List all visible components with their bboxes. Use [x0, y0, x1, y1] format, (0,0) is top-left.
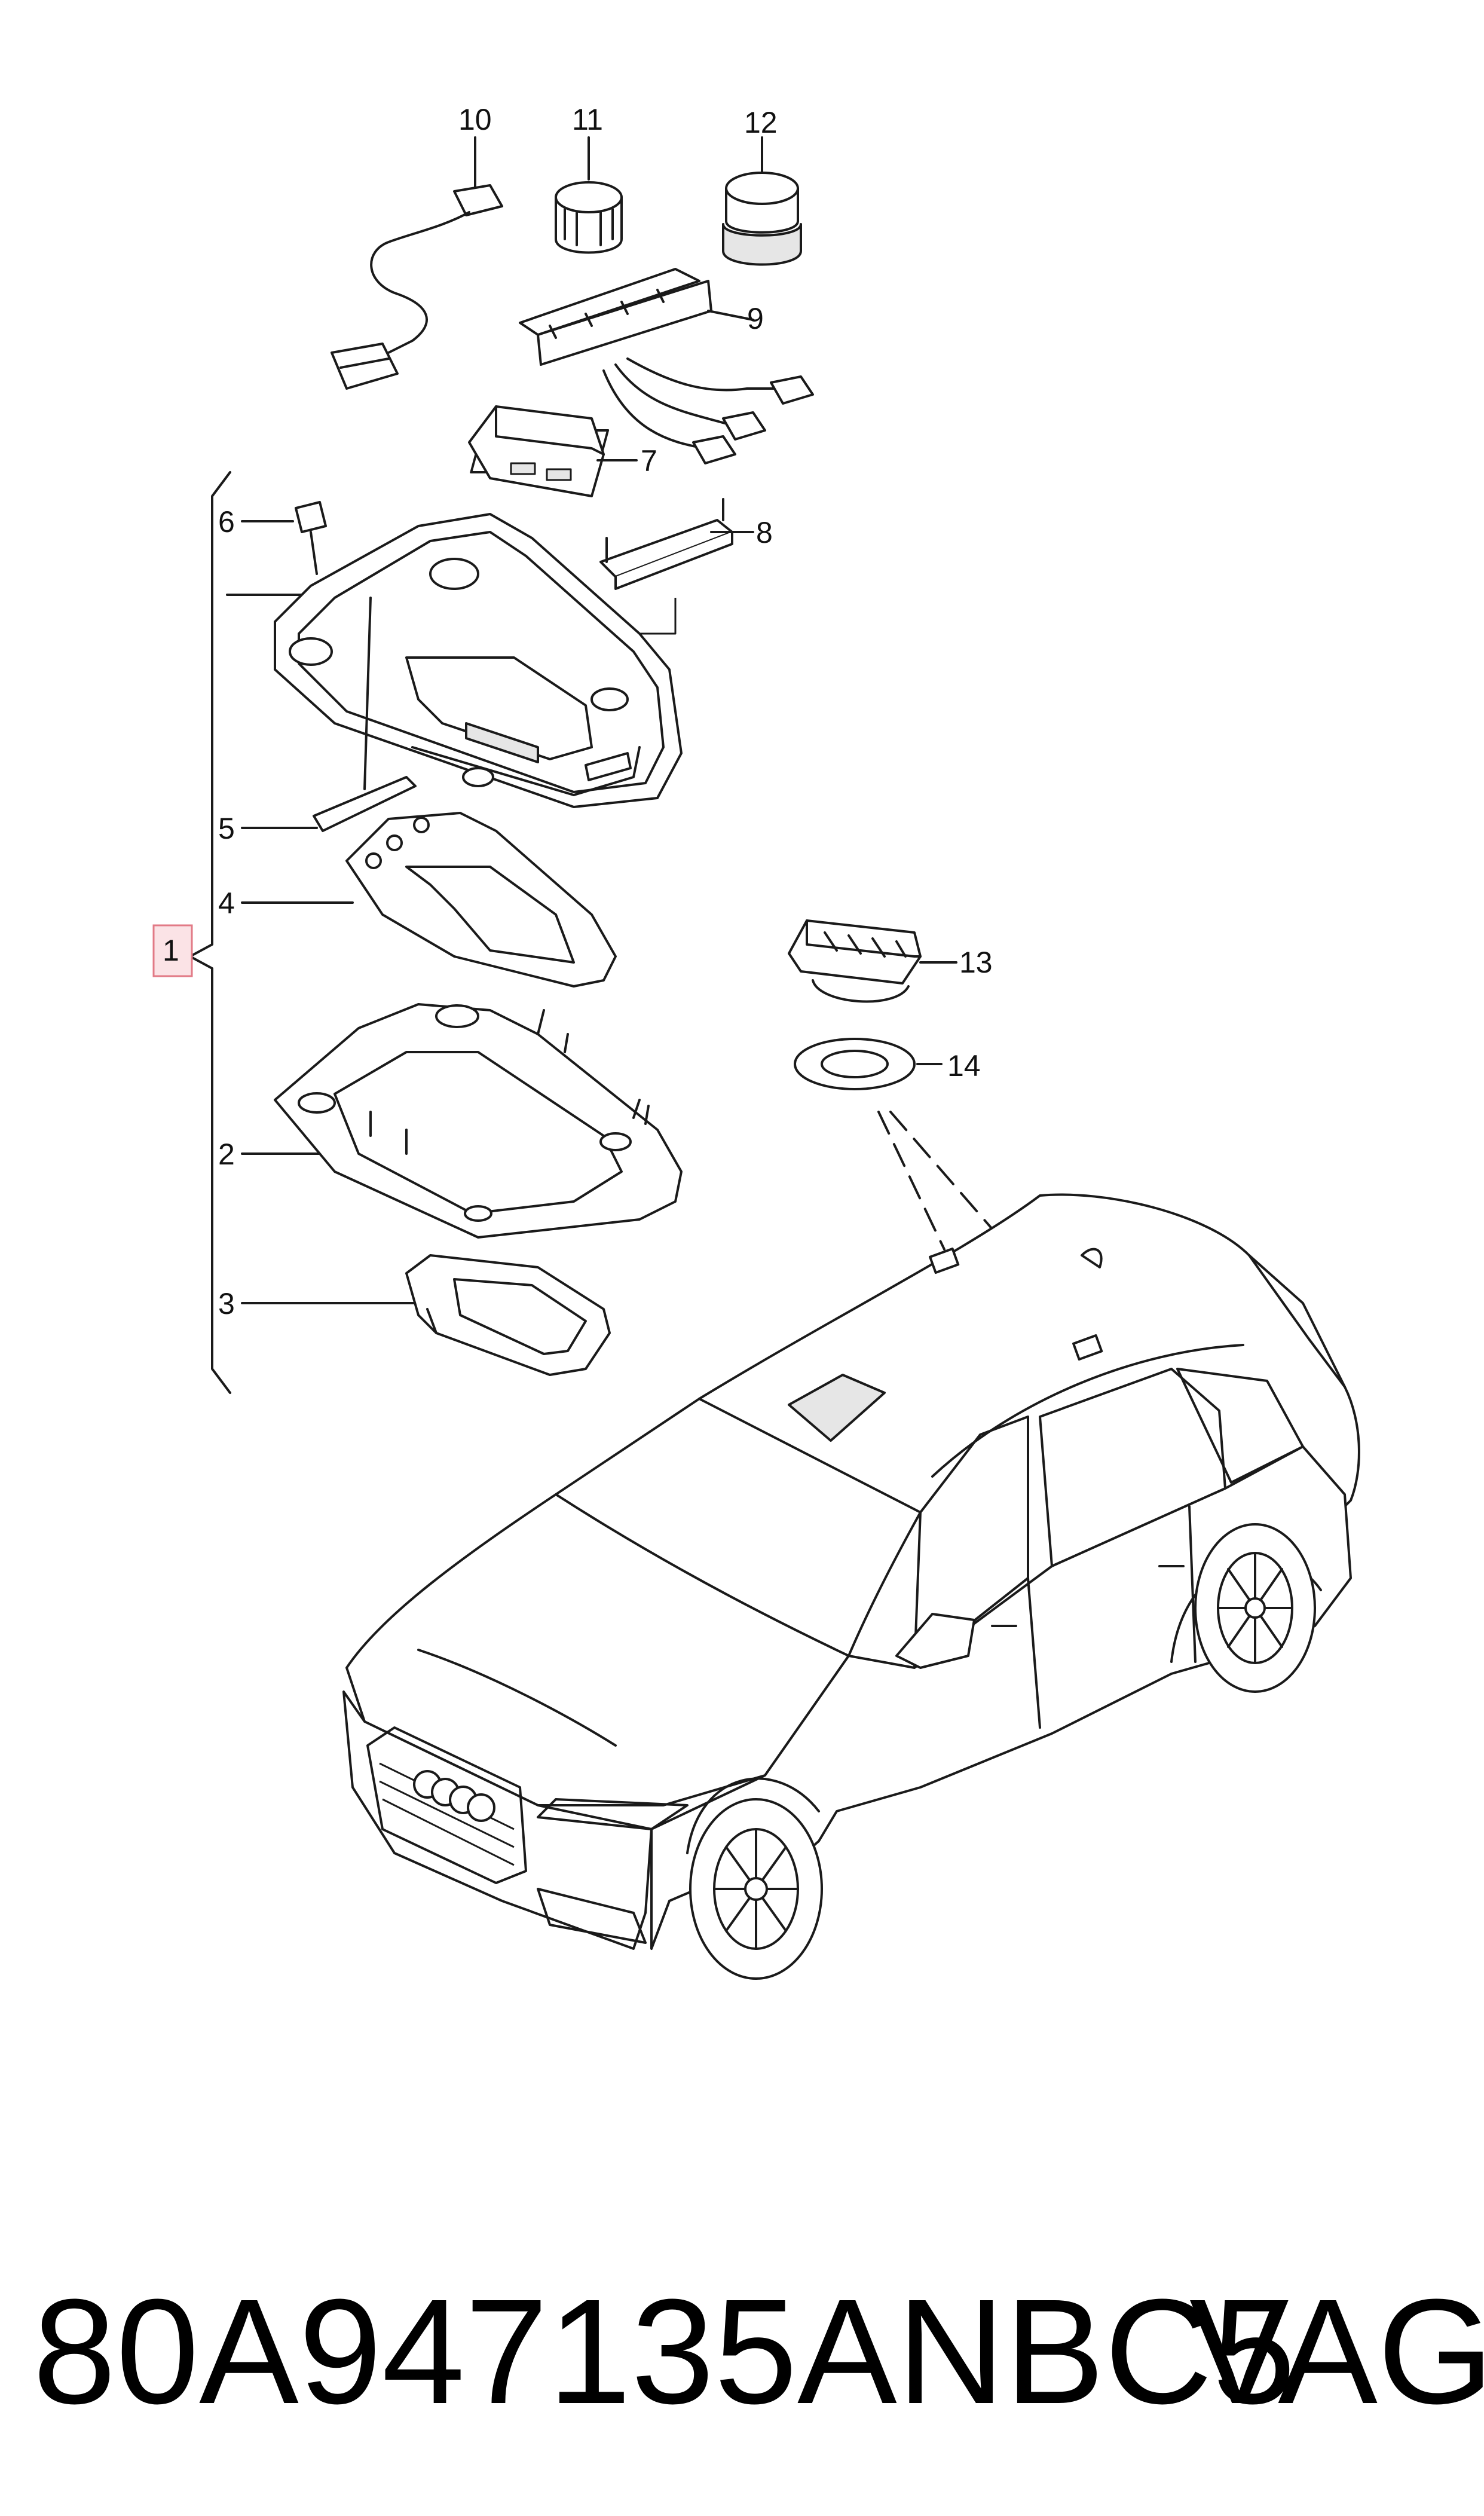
part-1-roof-console	[226, 513, 683, 808]
part-8-switch-strip	[599, 498, 754, 635]
part-5-lens-strip	[241, 776, 417, 832]
callout-1[interactable]: 1	[163, 934, 179, 967]
callout-3[interactable]: 3	[218, 1287, 235, 1320]
part-2-headliner-frame	[241, 1003, 683, 1239]
callout-12[interactable]: 12	[744, 106, 778, 139]
callout-8[interactable]: 8	[756, 516, 773, 549]
callout-4[interactable]: 4	[218, 886, 235, 920]
part-4-trim-panel	[241, 812, 617, 988]
brand-label: VAG	[1189, 2268, 1484, 2435]
callout-labels: 1 2 3 4 5 6 7 8 9 10 11 12 13 14	[152, 103, 993, 1320]
callout-14[interactable]: 14	[947, 1049, 981, 1083]
vehicle-illustration	[342, 1193, 1360, 1980]
group-bracket	[189, 471, 231, 1394]
part-3-handle-trim	[241, 1254, 611, 1376]
callout-5[interactable]: 5	[218, 812, 235, 845]
part-10-wiring-harness	[331, 136, 503, 390]
part-7-switch-module	[468, 405, 638, 497]
callout-6[interactable]: 6	[218, 505, 235, 539]
callout-7[interactable]: 7	[641, 444, 657, 478]
callout-11[interactable]: 11	[572, 103, 603, 136]
part-14-ring	[794, 1038, 943, 1090]
part-11-bulb-holder	[555, 136, 623, 254]
callout-1-highlight	[152, 924, 193, 977]
part-number: 80A947135ANBC5	[33, 2268, 1296, 2435]
callout-9[interactable]: 9	[747, 302, 764, 335]
part-9-control-module	[519, 268, 814, 464]
callout-10[interactable]: 10	[458, 103, 492, 136]
callout-13[interactable]: 13	[959, 946, 993, 979]
footer: 80A947135ANBC5 VAG	[33, 2268, 1484, 2435]
callout-2[interactable]: 2	[218, 1138, 235, 1171]
part-12-lamp-knob	[722, 136, 802, 266]
part-13-microphone	[788, 919, 957, 1003]
part-6-clip	[241, 501, 327, 575]
